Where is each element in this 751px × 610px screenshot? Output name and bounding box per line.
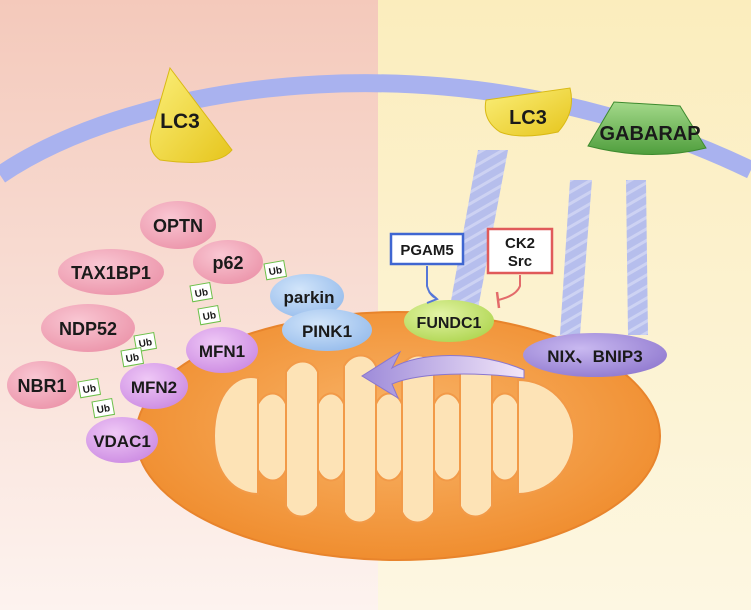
ndp52-node: [41, 304, 135, 352]
curved-arrow-nix-to-mito: [361, 350, 525, 400]
parkin-node: [270, 274, 344, 318]
nbr1-node: [7, 361, 77, 409]
ub-tag-5: Ub: [120, 346, 145, 368]
gabarap-shape: [587, 101, 707, 156]
ub-tag-4: Ub: [133, 331, 158, 353]
ub-label: Ub: [125, 352, 140, 365]
lc3-left-shape: [149, 66, 233, 163]
pink1-node: [282, 309, 372, 351]
ub-label: Ub: [82, 383, 97, 396]
p62-node: [193, 240, 263, 284]
p62-label: p62: [212, 253, 243, 273]
optn-node: [140, 201, 216, 249]
ub-tag-7: Ub: [91, 397, 116, 419]
mfn1-label: MFN1: [199, 342, 245, 361]
mitochondrion-cristae: [212, 354, 576, 524]
pgam5-box: [389, 232, 465, 266]
ndp52-label: NDP52: [59, 319, 117, 339]
tax1bp1-label: TAX1BP1: [71, 263, 151, 283]
ub-tag-2: Ub: [189, 281, 214, 303]
mfn2-label: MFN2: [131, 378, 177, 397]
nbr1-label: NBR1: [17, 376, 66, 396]
nix-bnip3-node: [523, 333, 667, 377]
ub-label: Ub: [96, 403, 111, 416]
nix-bnip3-label: NIX、BNIP3: [547, 347, 642, 366]
pgam5-arrowhead: [426, 291, 439, 304]
mfn1-node: [186, 327, 258, 373]
receptor-bar-fundc1: [444, 150, 508, 340]
ck2-inhibition-line: [497, 275, 521, 301]
ck2-label: CK2: [505, 235, 535, 252]
ub-label: Ub: [194, 287, 209, 300]
receptor-bar-nix-2: [626, 180, 648, 335]
lc3-left-label: LC3: [160, 110, 200, 133]
ub-tag-3: Ub: [197, 304, 222, 326]
ub-label: Ub: [268, 265, 283, 278]
pink1-label: PINK1: [302, 322, 352, 341]
mfn2-node: [120, 363, 188, 409]
ck2-src-box: [486, 227, 554, 275]
parkin-label: parkin: [283, 288, 334, 307]
fundc1-label: FUNDC1: [417, 315, 482, 332]
mitochondrion: [135, 311, 661, 561]
ck2-inhibition-bar: [495, 291, 501, 309]
src-label: Src: [508, 253, 532, 270]
ub-label: Ub: [202, 310, 217, 323]
fundc1-node: [404, 300, 494, 342]
vdac1-node: [86, 417, 158, 463]
lc3-right-shape: [484, 87, 572, 137]
ub-tag-6: Ub: [77, 377, 102, 399]
lc3-right-label: LC3: [509, 107, 547, 129]
ub-tag-1: Ub: [263, 259, 288, 281]
receptor-bar-nix-1: [560, 180, 592, 335]
tax1bp1-node: [58, 249, 164, 295]
gabarap-label: GABARAP: [599, 123, 700, 145]
pgam5-label: PGAM5: [400, 242, 453, 259]
vdac1-label: VDAC1: [93, 432, 151, 451]
optn-label: OPTN: [153, 216, 203, 236]
ub-label: Ub: [138, 337, 153, 350]
